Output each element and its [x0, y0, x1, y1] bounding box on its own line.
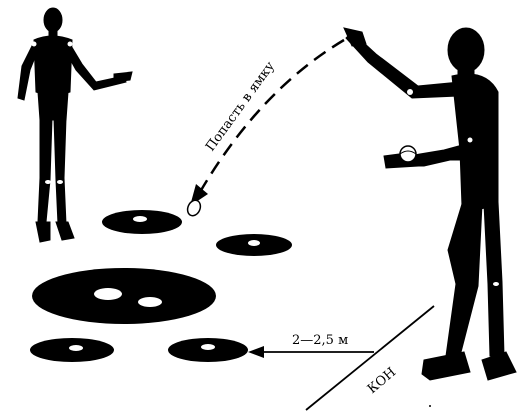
ball-in-hand	[400, 146, 416, 162]
stray-dot	[429, 405, 431, 407]
hole-large-center	[32, 268, 216, 324]
hole-top-left	[102, 210, 182, 234]
start-line	[306, 306, 434, 410]
distance-arrowhead	[248, 346, 264, 358]
throw-instruction-label: Попасть в ямку	[203, 59, 278, 155]
start-line-label: КОН	[365, 365, 399, 397]
throw-trajectory	[200, 40, 344, 192]
right-figure	[344, 28, 516, 380]
distance-label: 2—2,5 м	[292, 333, 348, 348]
flying-ball	[185, 198, 203, 218]
